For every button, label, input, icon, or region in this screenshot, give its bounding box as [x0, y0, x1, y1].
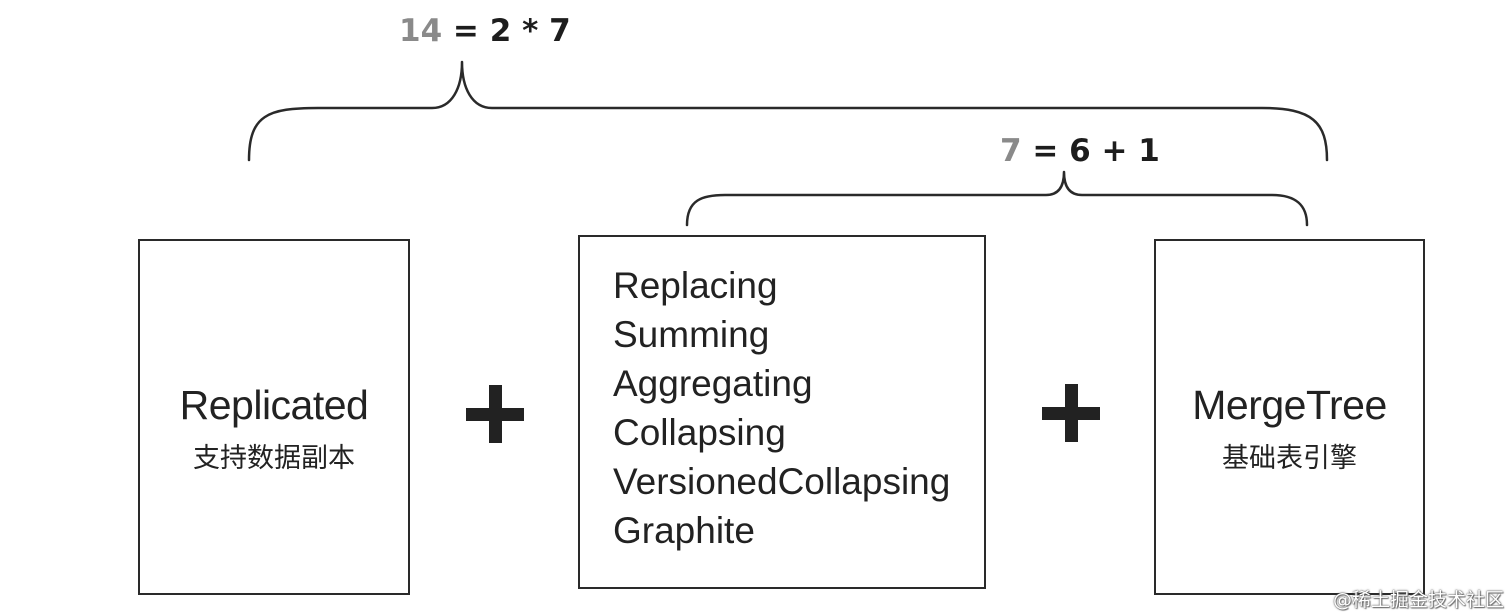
inner-brace	[685, 170, 1309, 227]
engine-item-aggregating: Aggregating	[613, 363, 813, 404]
engine-variants-box: Replacing Summing Aggregating Collapsing…	[578, 235, 986, 589]
total-count-formula: 14 = 2 * 7	[399, 13, 571, 49]
replicated-title: Replicated	[179, 382, 369, 428]
engine-item-versionedcollapsing: VersionedCollapsing	[613, 461, 951, 502]
engine-item-collapsing: Collapsing	[613, 412, 786, 453]
replicated-subtitle: 支持数据副本	[193, 443, 355, 474]
engine-count-value: 7	[1000, 133, 1022, 169]
total-count-value: 14	[399, 13, 443, 49]
mergetree-title: MergeTree	[1192, 382, 1387, 428]
watermark: @稀土掘金技术社区	[1332, 589, 1504, 611]
replicated-box: Replicated 支持数据副本	[138, 239, 410, 595]
engine-count-formula: 7 = 6 + 1	[1000, 133, 1160, 169]
engine-count-expression: = 6 + 1	[1021, 133, 1160, 169]
engine-variants-list: Replacing Summing Aggregating Collapsing…	[580, 237, 984, 555]
mergetree-subtitle: 基础表引擎	[1222, 443, 1357, 474]
total-count-expression: = 2 * 7	[442, 13, 571, 49]
engine-item-replacing: Replacing	[613, 265, 778, 306]
plus-operator-left	[466, 385, 524, 443]
outer-brace	[247, 60, 1329, 162]
engine-item-summing: Summing	[613, 314, 770, 355]
mergetree-box: MergeTree 基础表引擎	[1154, 239, 1425, 595]
plus-operator-right	[1042, 384, 1100, 442]
engine-item-graphite: Graphite	[613, 510, 755, 551]
